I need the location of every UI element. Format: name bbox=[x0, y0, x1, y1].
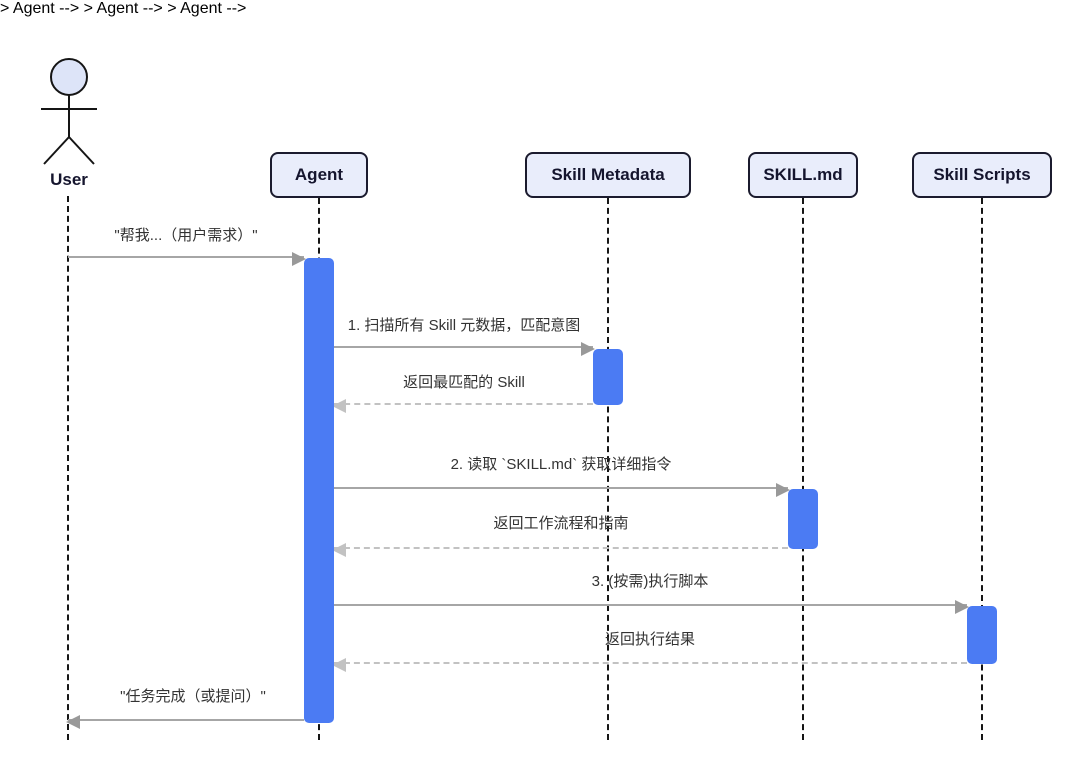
participant-skill-md-label: SKILL.md bbox=[763, 165, 843, 184]
participant-skill-md: SKILL.md bbox=[748, 152, 858, 198]
participant-agent: Agent bbox=[270, 152, 368, 198]
lifeline-skill-metadata bbox=[607, 198, 609, 740]
arrowhead-left-icon bbox=[332, 399, 346, 413]
participant-skill-scripts-label: Skill Scripts bbox=[933, 165, 1031, 184]
arrowhead-right-icon bbox=[581, 342, 595, 356]
arrowhead-right-icon bbox=[292, 252, 306, 266]
arrow-skill-md-to-agent bbox=[332, 543, 788, 557]
participant-skill-scripts: Skill Scripts bbox=[912, 152, 1052, 198]
message-label-return-best-skill: 返回最匹配的 Skill bbox=[403, 374, 525, 391]
message-label-execute-script: 3. (按需)执行脚本 bbox=[591, 573, 709, 590]
arrowhead-left-icon bbox=[332, 543, 346, 557]
activation-agent bbox=[304, 258, 334, 723]
message-label-read-skill-md: 2. 读取 `SKILL.md` 获取详细指令 bbox=[450, 456, 672, 473]
participant-skill-metadata-label: Skill Metadata bbox=[551, 165, 665, 184]
arrow-skill-scripts-to-agent bbox=[332, 658, 967, 672]
arrow-agent-to-skill-md bbox=[334, 483, 790, 497]
arrow-user-to-agent bbox=[68, 252, 306, 266]
arrowhead-left-icon bbox=[66, 715, 80, 729]
participant-skill-metadata: Skill Metadata bbox=[525, 152, 691, 198]
actor-label-user: User bbox=[50, 170, 88, 189]
arrow-agent-to-user bbox=[66, 715, 304, 729]
actor-figure-icon bbox=[34, 52, 104, 168]
arrowhead-right-icon bbox=[955, 600, 969, 614]
message-label-return-workflow: 返回工作流程和指南 bbox=[493, 515, 629, 532]
lifeline-user bbox=[67, 196, 69, 740]
arrowhead-left-icon bbox=[332, 658, 346, 672]
lifeline-skill-scripts bbox=[981, 198, 983, 740]
lifeline-skill-md bbox=[802, 198, 804, 740]
message-label-return-result: 返回执行结果 bbox=[604, 631, 696, 648]
activation-skill-md bbox=[788, 489, 818, 549]
participant-agent-label: Agent bbox=[294, 165, 344, 184]
activation-skill-scripts bbox=[967, 606, 997, 664]
message-label-scan-metadata: 1. 扫描所有 Skill 元数据，匹配意图 bbox=[347, 317, 581, 334]
arrow-skill-metadata-to-agent bbox=[332, 399, 593, 413]
activation-skill-metadata bbox=[593, 349, 623, 405]
arrow-agent-to-skill-metadata bbox=[334, 342, 595, 356]
arrow-agent-to-skill-scripts bbox=[334, 600, 969, 614]
message-label-user-request: "帮我...（用户需求）" bbox=[114, 227, 258, 244]
message-label-task-complete: "任务完成（或提问）" bbox=[120, 688, 266, 705]
arrowhead-right-icon bbox=[776, 483, 790, 497]
